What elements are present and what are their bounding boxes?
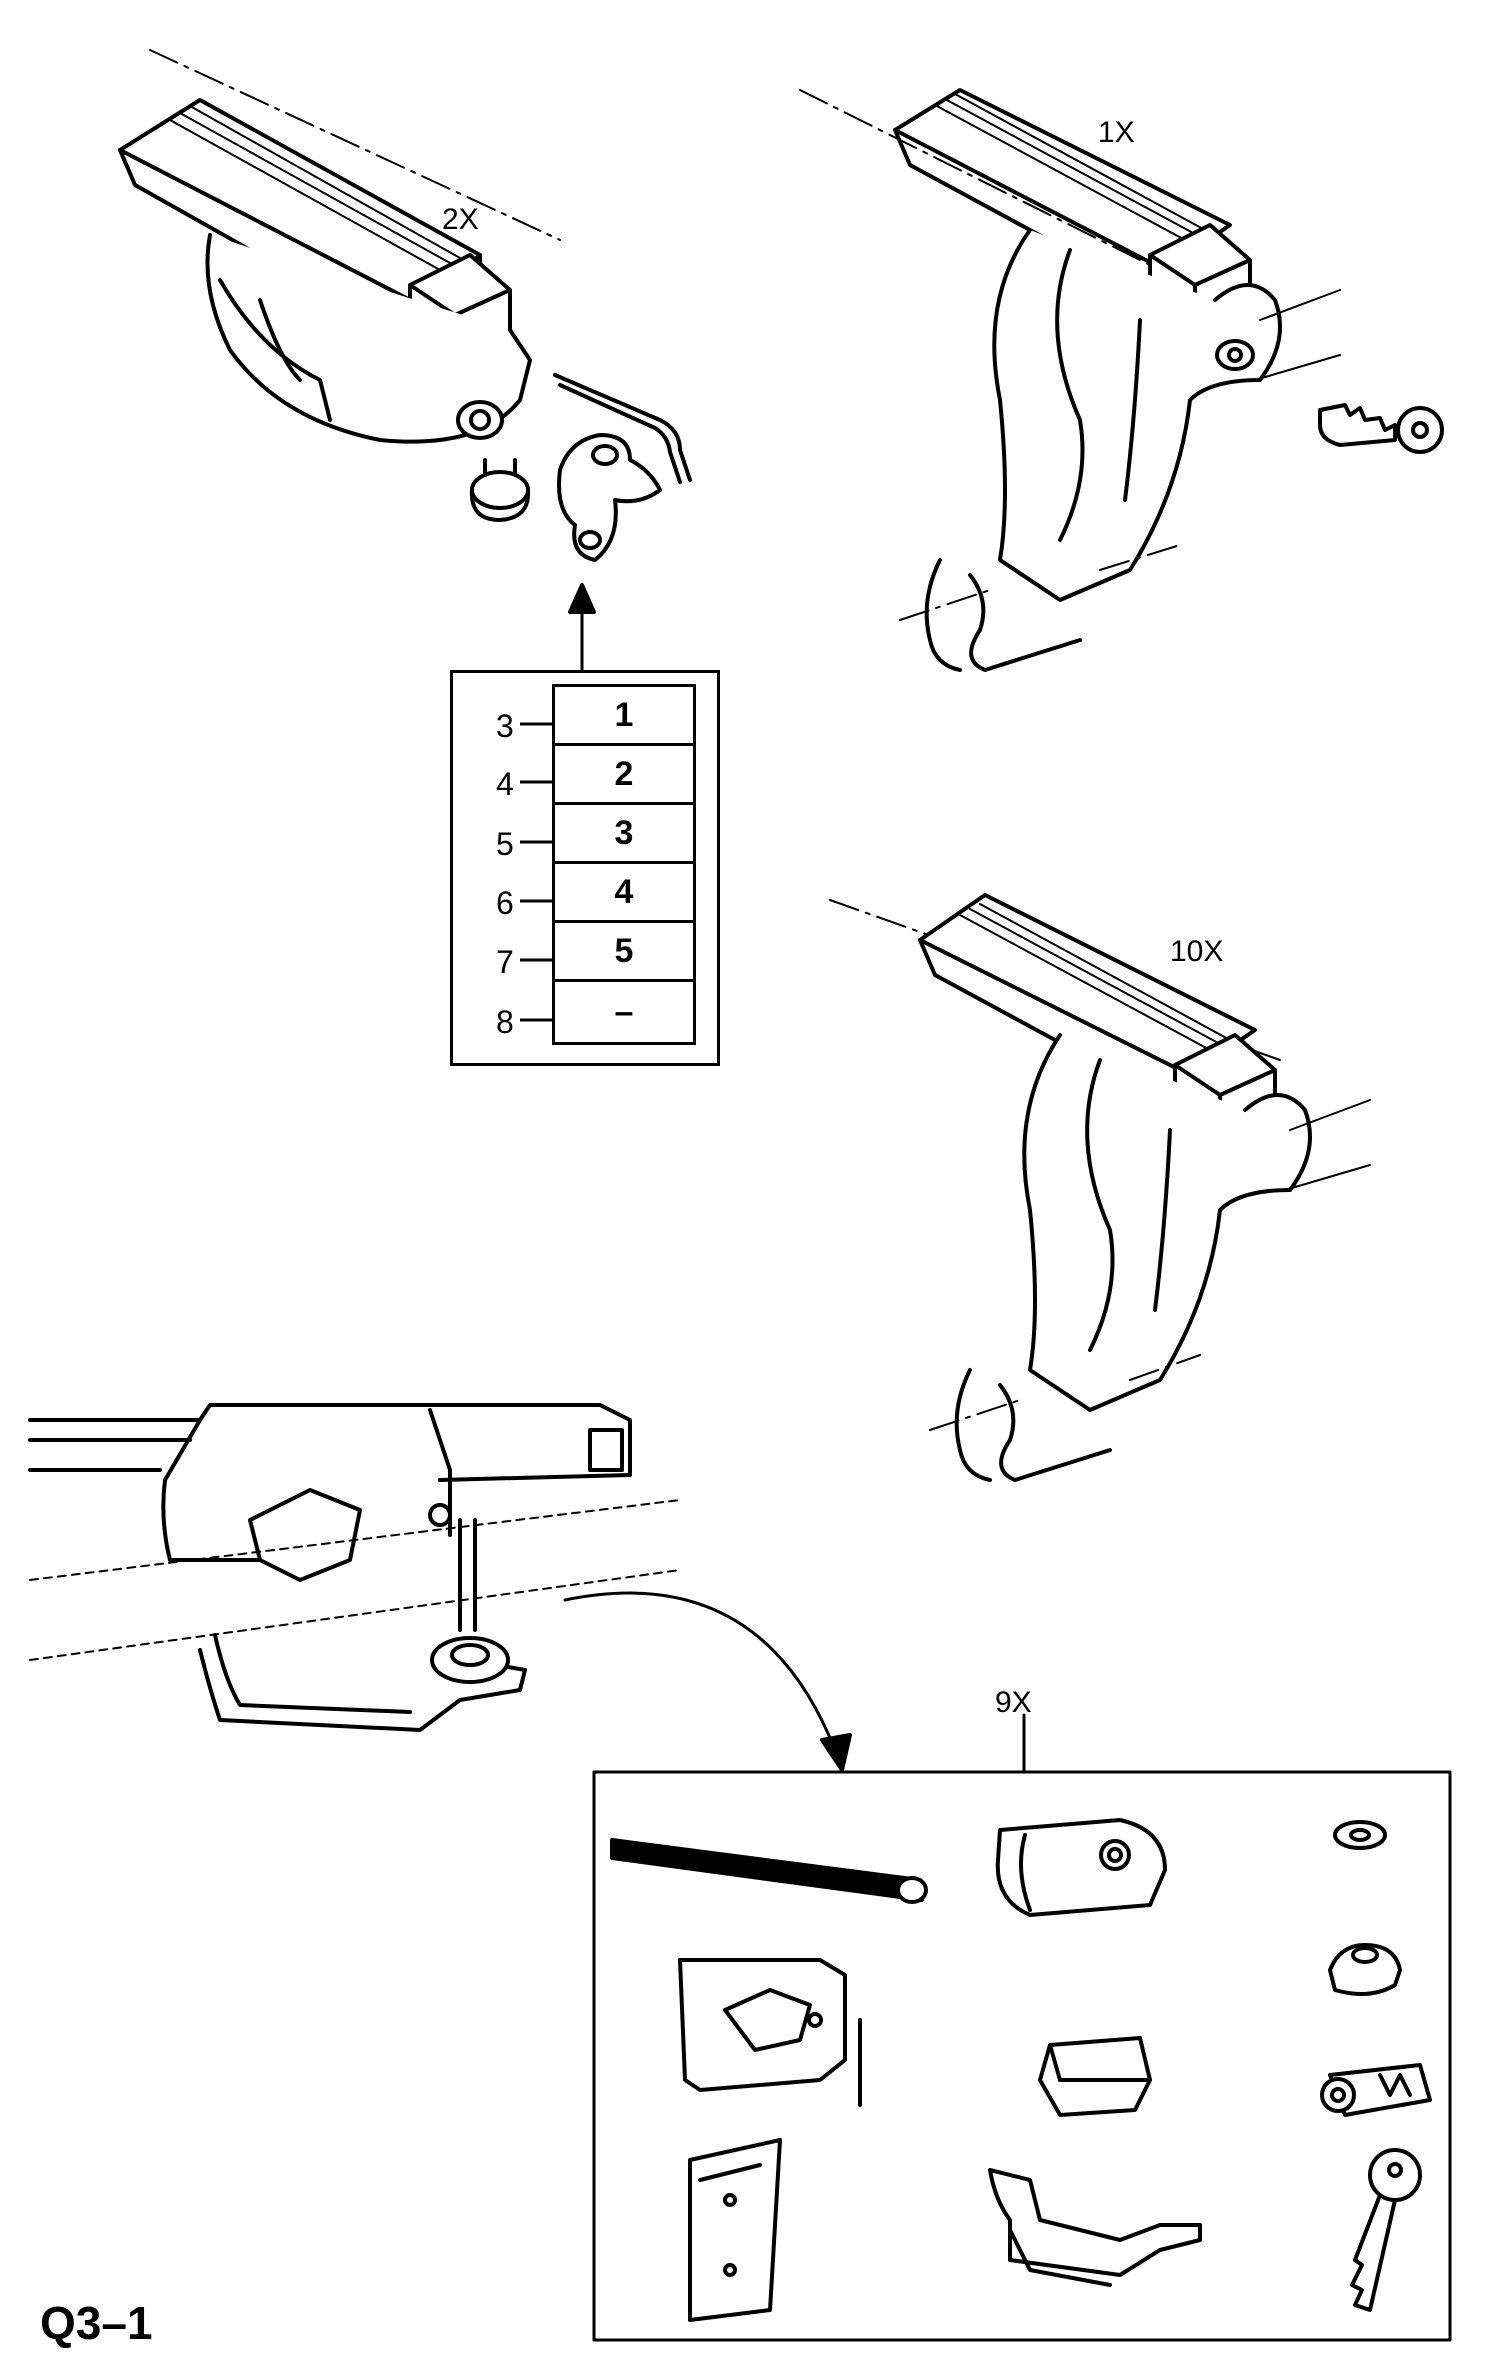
roof-bar-icon: [829, 893, 1371, 1482]
table-cell: 3: [555, 802, 693, 861]
size-table-cells: 1 2 3 4 5 –: [552, 684, 696, 1045]
table-cell: 4: [555, 861, 693, 920]
clamp-icon: [28, 1403, 681, 1732]
table-cell: 2: [555, 743, 693, 802]
table-cell: 5: [555, 920, 693, 979]
roof-bar-icon: [118, 49, 561, 444]
table-row-ref: 6: [496, 885, 514, 921]
kit-9x-label: 9X: [995, 1686, 1032, 1719]
washer-icon: [1333, 1820, 1387, 1850]
table-row-ref: 5: [496, 826, 514, 862]
table-cell: 1: [555, 684, 693, 743]
knob-icon: [469, 433, 662, 562]
knob-icon: [1328, 1943, 1402, 1996]
lock-key-icon: [1350, 2148, 1422, 2312]
assembly-10x-label: 10X: [1170, 935, 1224, 968]
assembly-2x-label: 2X: [442, 203, 479, 236]
rubber-strip-icon: [610, 1838, 928, 1904]
hex-key-icon: [553, 373, 692, 484]
table-row-ref: 8: [496, 1004, 514, 1040]
table-row-ref: 3: [496, 708, 514, 744]
table-row-ref: 4: [496, 766, 514, 802]
roof-bar-icon: [799, 88, 1341, 672]
end-cap-icon: [1038, 2036, 1152, 2117]
lock-key-icon: [1318, 403, 1444, 454]
clamp-icon: [988, 2168, 1202, 2287]
table-row-ref: 7: [496, 944, 514, 980]
end-cap-icon: [995, 1818, 1167, 1917]
assembly-1x-label: 1X: [1098, 116, 1135, 149]
bracket-icon: [678, 1958, 862, 2107]
table-cell: –: [555, 979, 693, 1042]
lock-cylinder-icon: [1320, 2063, 1432, 2117]
bracket-icon: [688, 2138, 782, 2322]
figure-code: Q3–1: [40, 2297, 153, 2349]
